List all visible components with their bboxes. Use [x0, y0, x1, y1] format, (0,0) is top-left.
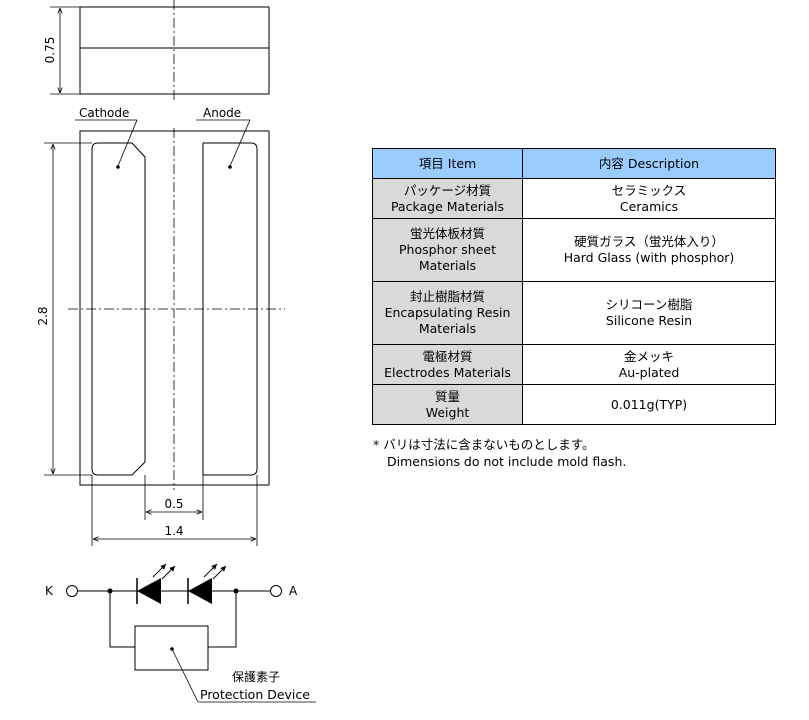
- terminal-k-label: K: [45, 584, 54, 598]
- table-header-row: 項目 Item 内容 Description: [372, 148, 776, 179]
- note-en: Dimensions do not include mold flash.: [387, 454, 627, 469]
- row-desc-jp: シリコーン樹脂: [605, 297, 693, 312]
- header-item: 項目 Item: [372, 148, 523, 179]
- row-desc-en: Au-plated: [618, 364, 680, 380]
- terminal-a: [270, 585, 282, 597]
- side-view: 0.75: [43, 0, 270, 100]
- cathode-label: Cathode: [79, 106, 129, 120]
- length-dimension-label: 2.8: [36, 306, 50, 325]
- row-item-en-2: Materials: [418, 321, 477, 336]
- anode-pad: [202, 142, 258, 476]
- row-item-en: Encapsulating Resin: [384, 305, 511, 320]
- height-dimension-label: 0.75: [43, 37, 57, 64]
- led-2-icon: [188, 578, 212, 604]
- row-item-jp: 蛍光体板材質: [409, 226, 485, 241]
- anode-label: Anode: [203, 106, 241, 120]
- row-desc-jp: 金メッキ: [623, 348, 674, 364]
- circuit-schematic: K A 保護素子 Protection Device: [45, 563, 316, 703]
- row-desc-jp: 硬質ガラス（蛍光体入り）: [574, 234, 724, 249]
- row-desc-en: Ceramics: [619, 198, 679, 214]
- terminal-a-label: A: [289, 584, 298, 598]
- mold-flash-note: * バリは寸法に含まないものとします。 Dimensions do not in…: [373, 436, 626, 470]
- row-item-jp: 電極材質: [422, 348, 473, 364]
- width-dimension-label: 1.4: [164, 524, 183, 538]
- top-view: Cathode Anode 2.8 0.5 1.4: [36, 106, 285, 546]
- row-desc-en: Silicone Resin: [605, 313, 693, 328]
- row-desc-en: 0.011g(TYP): [610, 396, 688, 412]
- row-item-en: Package Materials: [390, 198, 505, 214]
- protection-device-label-jp: 保護素子: [232, 669, 280, 684]
- row-item-jp: 質量: [434, 388, 460, 404]
- row-desc-jp: セラミックス: [611, 182, 687, 198]
- terminal-k: [66, 585, 78, 597]
- note-jp: * バリは寸法に含まないものとします。: [373, 437, 595, 452]
- row-item-jp: パッケージ材質: [403, 182, 492, 198]
- row-item-en-2: Materials: [418, 258, 477, 273]
- row-item-en: Weight: [425, 404, 470, 420]
- row-item-en: Phosphor sheet: [399, 242, 496, 257]
- led-1-icon: [137, 578, 161, 604]
- protection-device-label-en: Protection Device: [200, 687, 310, 702]
- row-item-en: Electrodes Materials: [384, 364, 511, 380]
- cathode-pad: [91, 142, 146, 476]
- row-desc-en: Hard Glass (with phosphor): [563, 250, 735, 265]
- row-item-jp: 封止樹脂材質: [409, 289, 485, 304]
- gap-dimension-label: 0.5: [164, 497, 183, 511]
- header-description: 内容 Description: [522, 148, 776, 179]
